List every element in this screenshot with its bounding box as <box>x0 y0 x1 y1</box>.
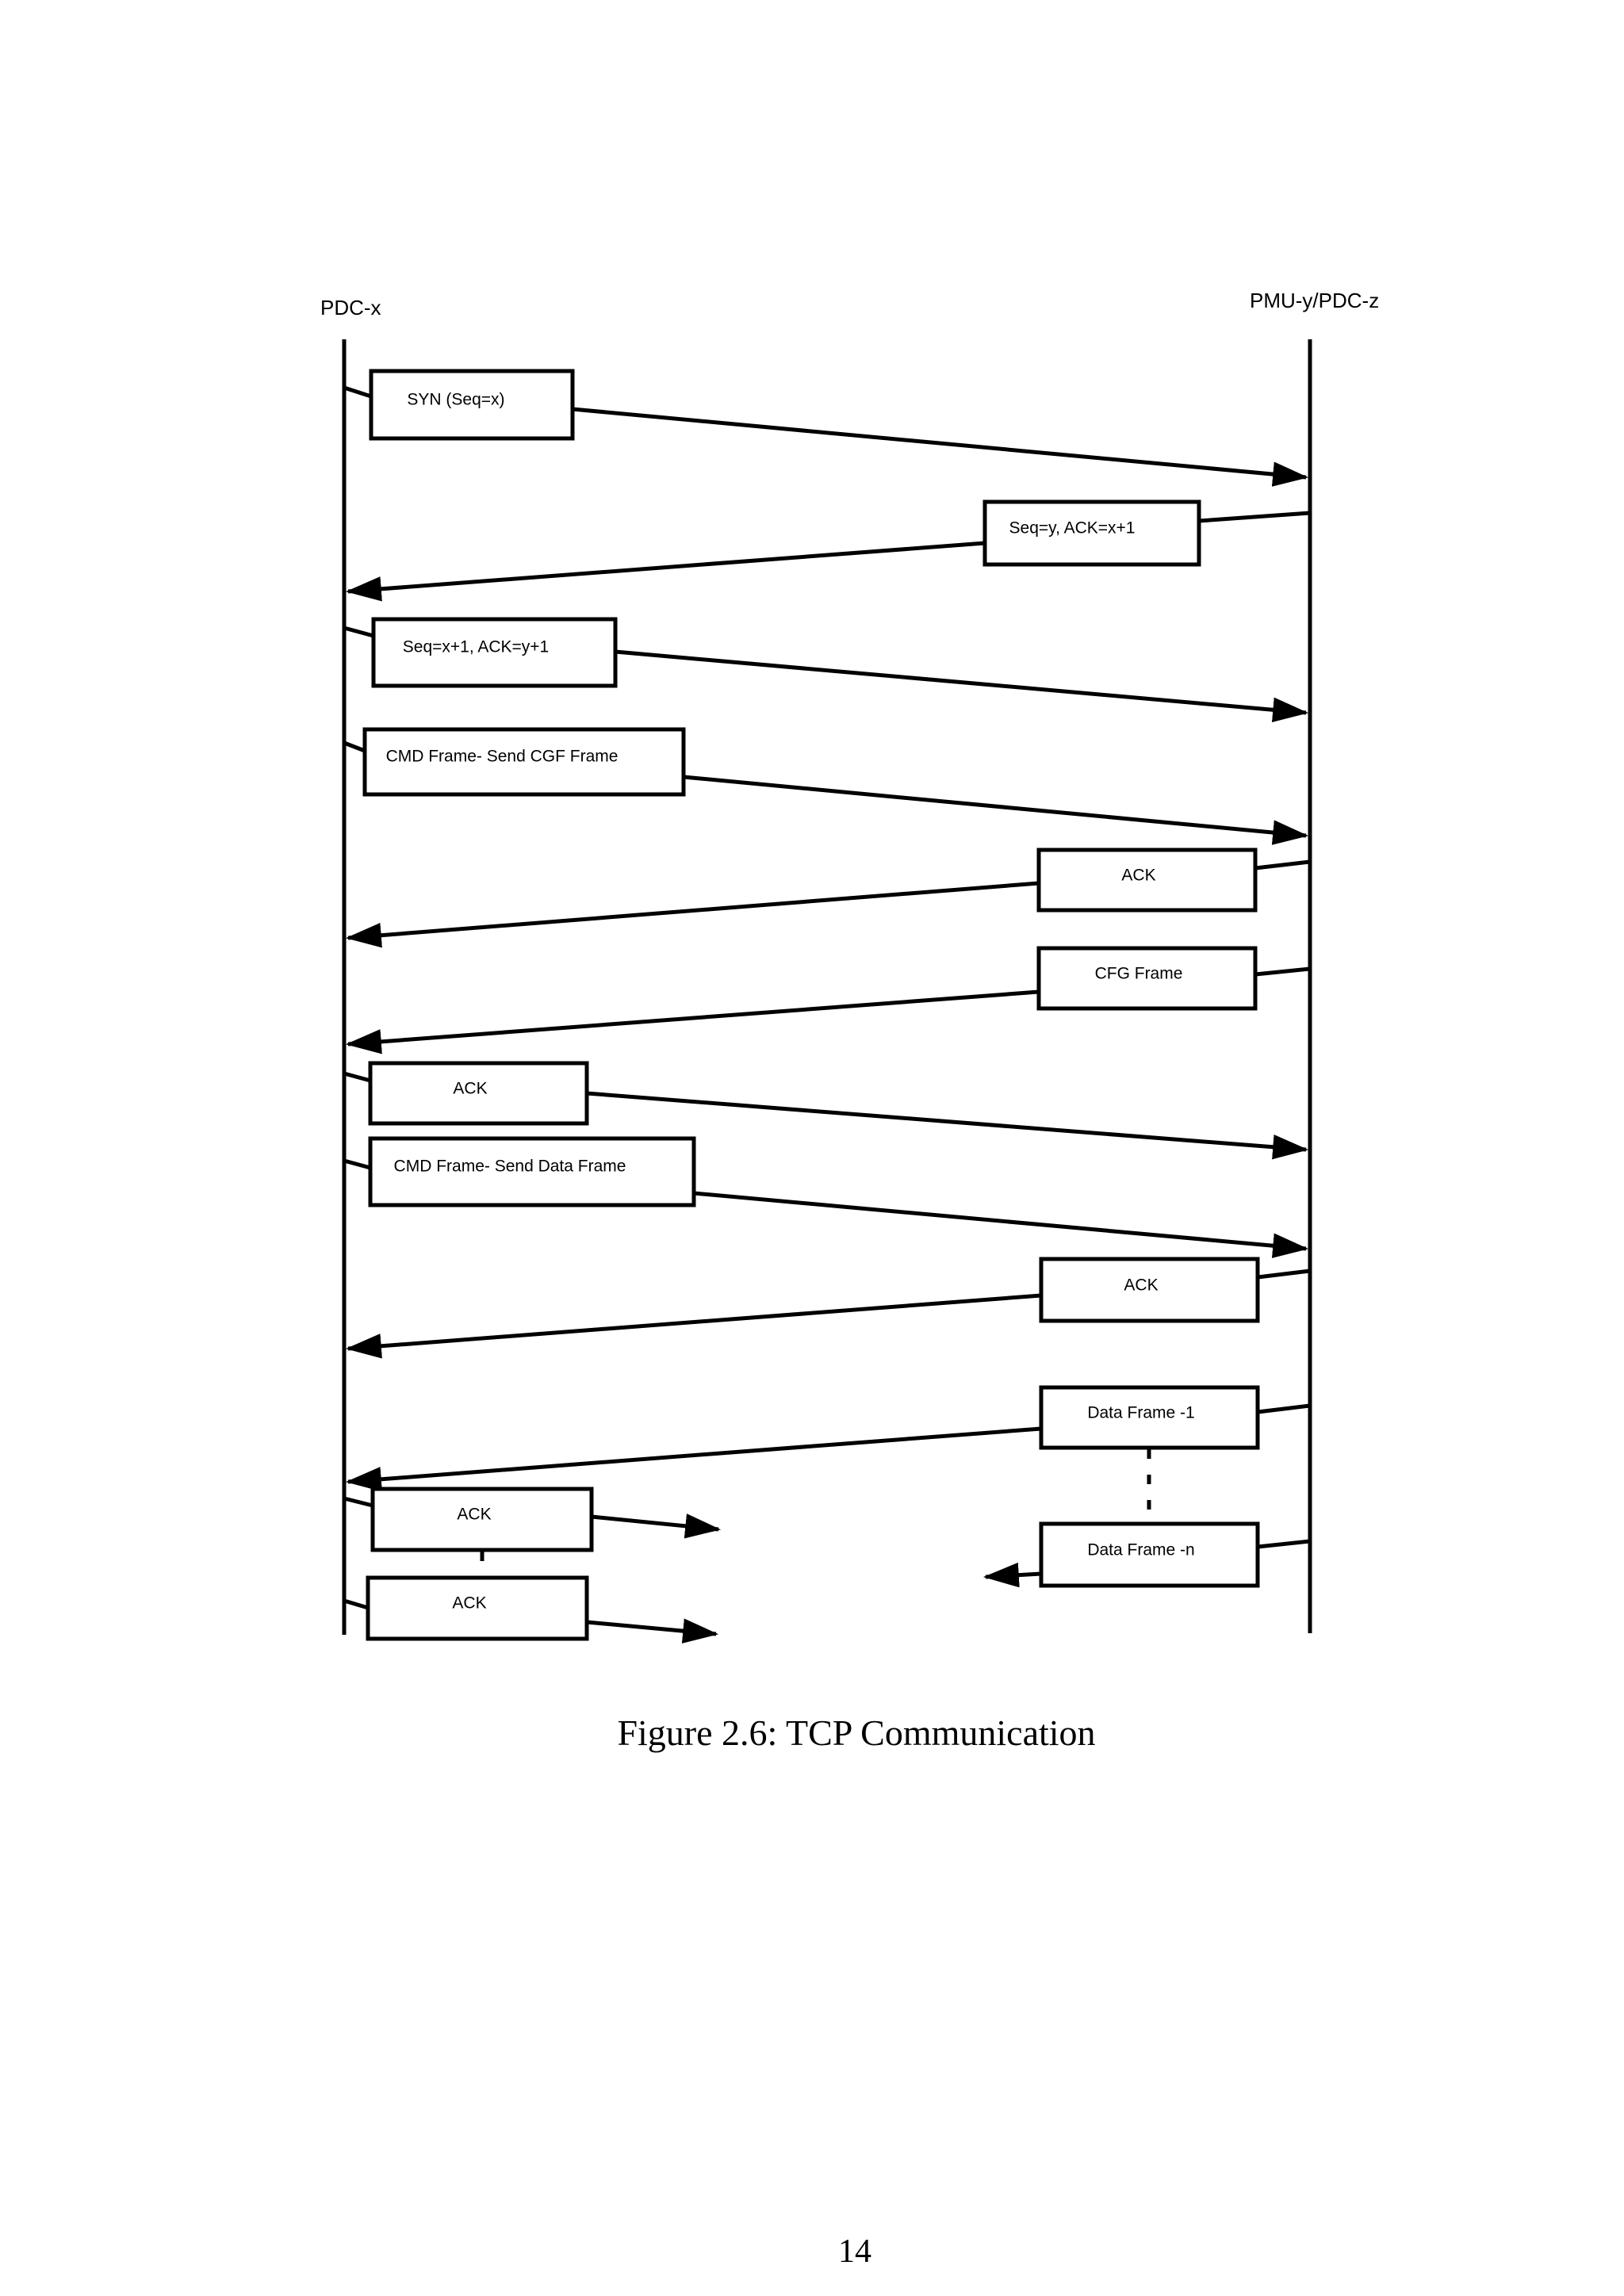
message-cmd-send-data: CMD Frame- Send Data Frame <box>343 1136 1309 1258</box>
message-ack-handshake: Seq=x+1, ACK=y+1 <box>343 617 1309 723</box>
message-box <box>1039 1521 1260 1588</box>
message-arrow <box>591 1513 722 1539</box>
message-label: ACK <box>453 1080 487 1098</box>
message-box <box>1039 1257 1260 1323</box>
message-label: ACK <box>1124 1276 1158 1295</box>
sender-connector <box>343 1496 373 1508</box>
message-box <box>369 369 575 441</box>
message-arrow <box>345 541 986 602</box>
message-data-frame-1: Data Frame -1 <box>345 1385 1311 1492</box>
message-box <box>371 617 618 688</box>
sender-connector <box>343 1598 369 1610</box>
sender-connector <box>343 626 374 638</box>
message-cmd-send-cgf: CMD Frame- Send CGF Frame <box>343 727 1309 845</box>
message-box <box>368 1061 589 1126</box>
message-label: CMD Frame- Send Data Frame <box>394 1158 626 1176</box>
message-box <box>366 1575 589 1641</box>
message-arrow <box>345 1293 1042 1359</box>
message-label: ACK <box>452 1594 486 1613</box>
page-number: 14 <box>838 2233 871 2270</box>
message-box <box>982 499 1201 567</box>
message-label: Seq=y, ACK=x+1 <box>1009 519 1136 538</box>
sender-connector <box>343 1071 371 1083</box>
message-data-frame-n: Data Frame -n <box>982 1521 1311 1588</box>
message-ack-cgf: ACK <box>345 848 1311 948</box>
sender-connector <box>1257 1269 1311 1280</box>
message-ack-data-n: ACK <box>343 1575 719 1644</box>
sender-connector <box>343 740 366 753</box>
message-arrow <box>693 1191 1309 1258</box>
message-arrow <box>345 989 1040 1054</box>
message-label: Data Frame -1 <box>1087 1404 1194 1422</box>
message-box <box>370 1487 594 1552</box>
actor-label-right: PMU-y/PDC-z <box>1250 289 1379 312</box>
message-arrow <box>683 775 1309 845</box>
message-box <box>362 727 686 797</box>
sender-connector <box>343 385 372 399</box>
sender-connector <box>343 1158 371 1170</box>
message-syn: SYN (Seq=x) <box>343 369 1309 487</box>
message-label: Data Frame -n <box>1087 1541 1194 1559</box>
message-ack-data-1: ACK <box>343 1487 722 1552</box>
message-label: CFG Frame <box>1095 965 1183 983</box>
sender-connector <box>1198 511 1311 523</box>
message-arrow <box>572 407 1309 487</box>
message-box <box>1036 848 1258 913</box>
message-box <box>1039 1385 1260 1450</box>
message-arrow <box>345 881 1040 948</box>
message-label: ACK <box>457 1506 491 1524</box>
message-label: CMD Frame- Send CGF Frame <box>386 748 619 766</box>
message-arrow <box>982 1562 1042 1588</box>
figure-caption: Figure 2.6: TCP Communication <box>617 1712 1095 1753</box>
message-label: ACK <box>1121 867 1155 885</box>
message-arrow <box>586 1618 719 1644</box>
message-arrow <box>586 1091 1309 1160</box>
message-box <box>368 1136 696 1207</box>
message-label: SYN (Seq=x) <box>407 391 504 409</box>
message-arrow <box>615 649 1309 723</box>
message-label: Seq=x+1, ACK=y+1 <box>403 638 549 656</box>
message-ack-cfg: ACK <box>343 1061 1309 1160</box>
message-cfg-frame: CFG Frame <box>345 946 1311 1054</box>
sender-connector <box>1257 1403 1311 1414</box>
sender-connector <box>1254 966 1311 977</box>
message-synack: Seq=y, ACK=x+1 <box>345 499 1311 602</box>
actor-label-left: PDC-x <box>320 296 381 320</box>
message-ack-data-cmd: ACK <box>345 1257 1311 1359</box>
message-arrow <box>345 1426 1042 1492</box>
sender-connector <box>1254 859 1311 871</box>
sender-connector <box>1257 1539 1311 1549</box>
message-box <box>1036 946 1258 1011</box>
